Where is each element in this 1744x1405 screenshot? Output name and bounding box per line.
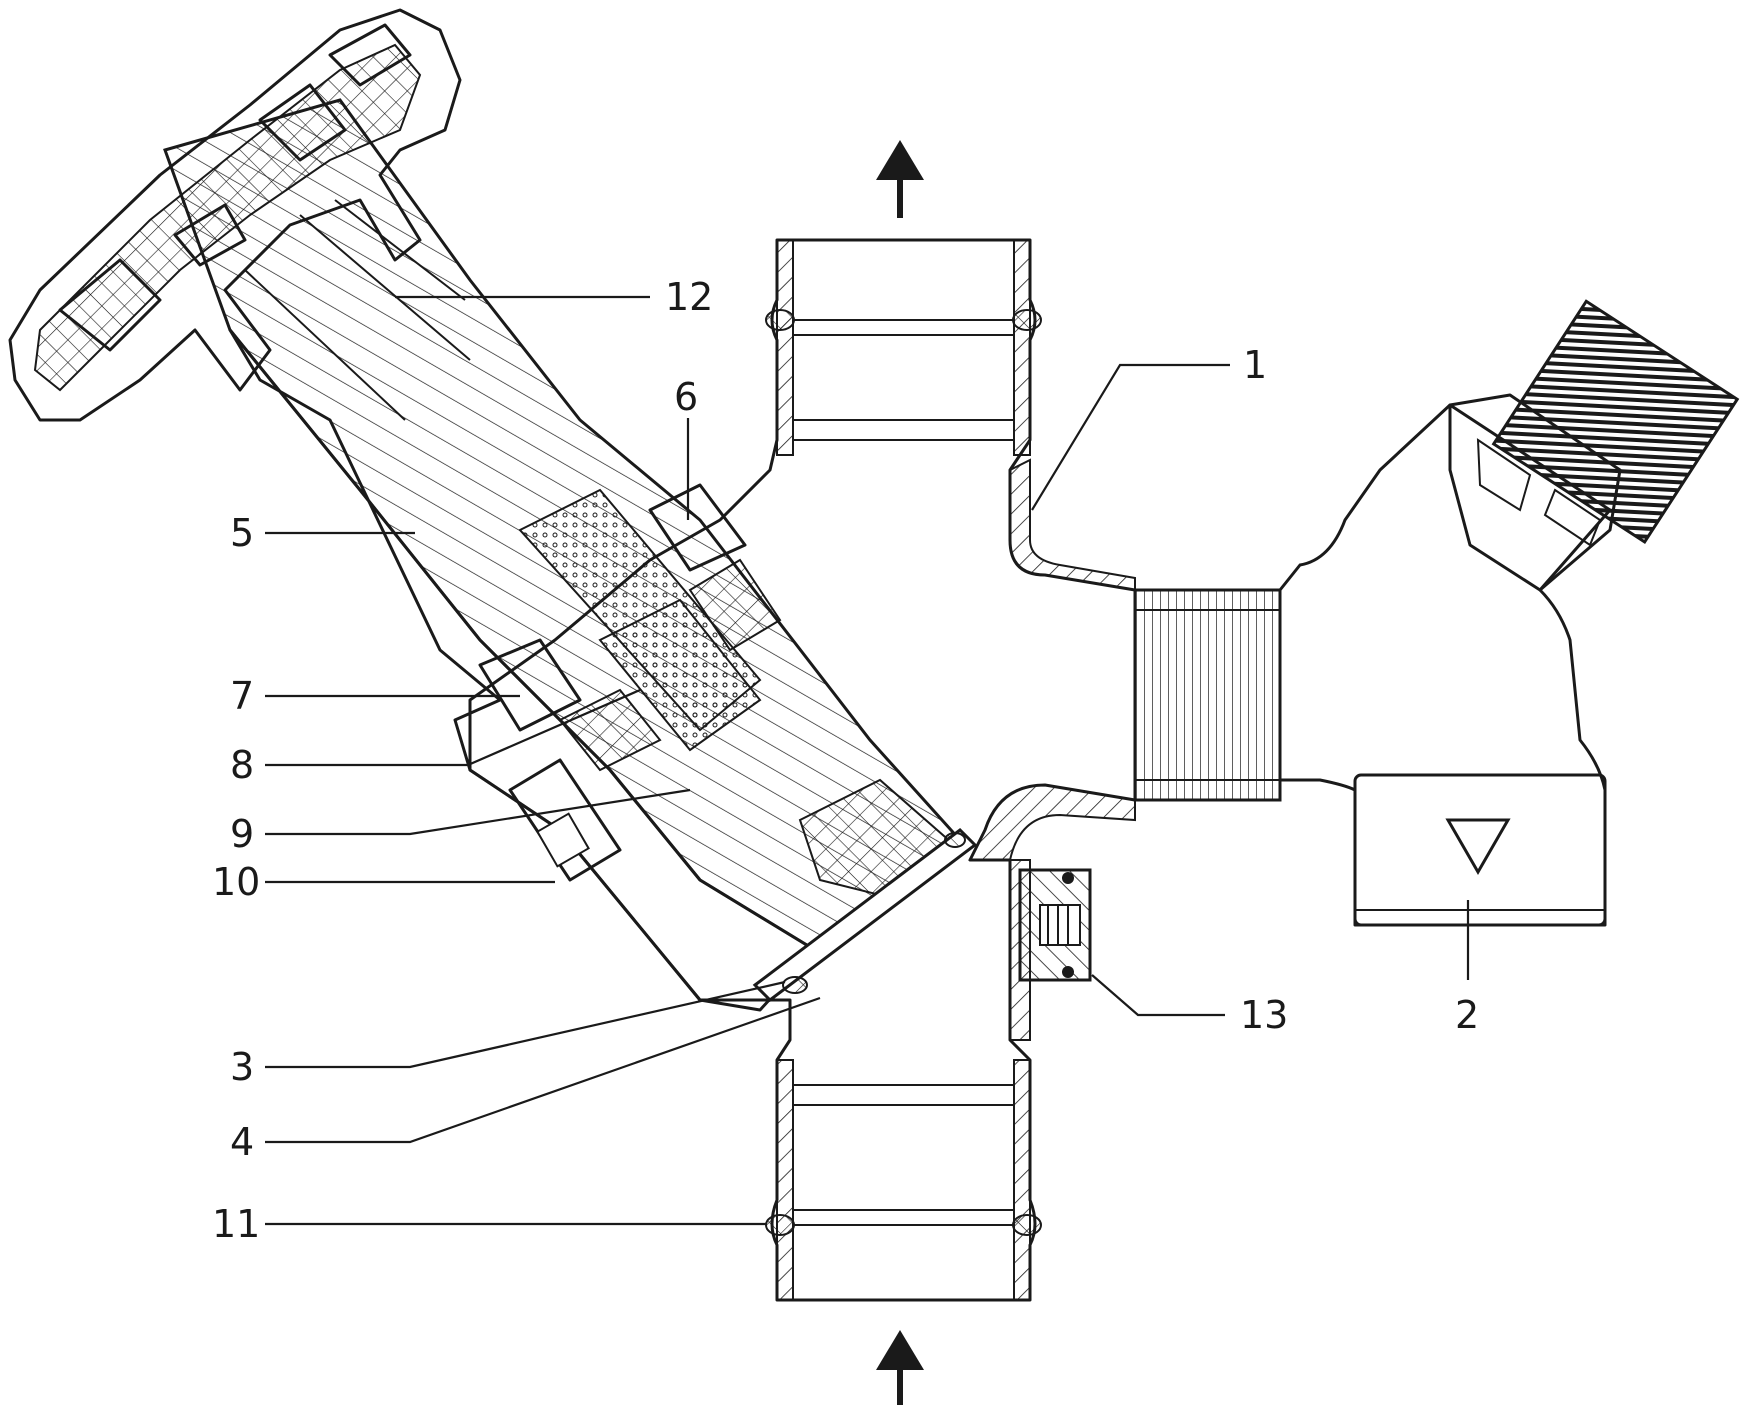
leader-lines — [265, 295, 1470, 1226]
callout-6: 6 — [674, 375, 698, 419]
leader-9 — [265, 788, 691, 836]
callout-13: 13 — [1240, 993, 1288, 1037]
inlet-flow-arrow — [876, 1330, 924, 1405]
outlet-flow-arrow — [876, 140, 924, 218]
callout-labels: 12 1 6 5 7 8 9 10 3 4 11 13 2 — [212, 275, 1479, 1246]
leader-13 — [1091, 974, 1225, 1017]
leader-1 — [1031, 363, 1230, 511]
leader-4 — [265, 996, 821, 1144]
callout-7: 7 — [230, 674, 254, 718]
callout-3: 3 — [230, 1045, 254, 1089]
leader-8 — [265, 688, 641, 767]
leader-3 — [265, 980, 786, 1069]
callout-2: 2 — [1455, 993, 1479, 1037]
callout-11: 11 — [212, 1202, 260, 1246]
stem-threads — [244, 199, 471, 421]
callout-8: 8 — [230, 743, 254, 787]
callout-1: 1 — [1243, 343, 1267, 387]
callout-9: 9 — [230, 812, 254, 856]
callout-4: 4 — [230, 1120, 254, 1164]
drain-plug — [1018, 868, 1092, 982]
callout-12: 12 — [665, 275, 713, 319]
handwheel — [8, 8, 462, 422]
stem-assembly — [163, 98, 978, 1012]
drain-valve-body — [1278, 299, 1740, 927]
callout-10: 10 — [212, 860, 260, 904]
callout-5: 5 — [230, 511, 254, 555]
